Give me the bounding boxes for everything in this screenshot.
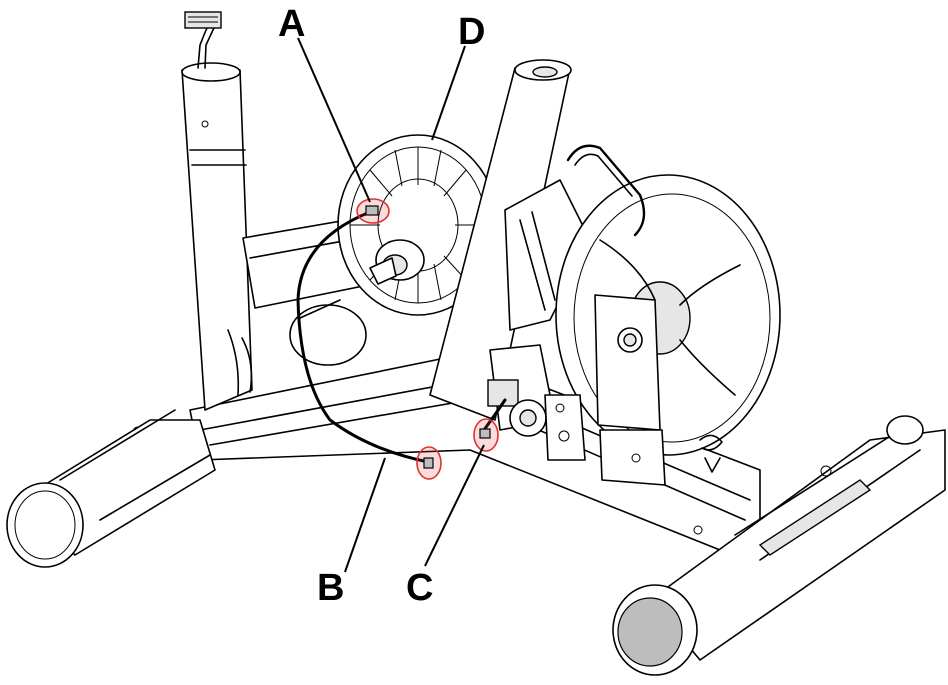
- bottom-bracket-tube: [289, 299, 367, 366]
- sensor-cable: [296, 210, 507, 464]
- leader-lines: [297, 37, 485, 573]
- leader-c: [424, 444, 485, 567]
- callout-d: D: [458, 11, 485, 53]
- pulley-wheel-d: [337, 134, 499, 316]
- callout-c: C: [406, 567, 433, 609]
- front-column: [429, 59, 572, 421]
- leader-b: [344, 457, 386, 573]
- seat-post: [181, 11, 253, 411]
- flywheel: [555, 144, 781, 456]
- connector-highlights: [356, 198, 499, 480]
- leader-a: [297, 37, 371, 203]
- callout-a: A: [278, 3, 305, 45]
- sensor-assembly: [487, 344, 586, 461]
- rear-stabilizer: [6, 409, 216, 568]
- leader-d: [431, 45, 466, 141]
- brake-bracket: [594, 294, 723, 486]
- callout-b: B: [317, 567, 344, 609]
- front-stabilizer: [612, 415, 946, 676]
